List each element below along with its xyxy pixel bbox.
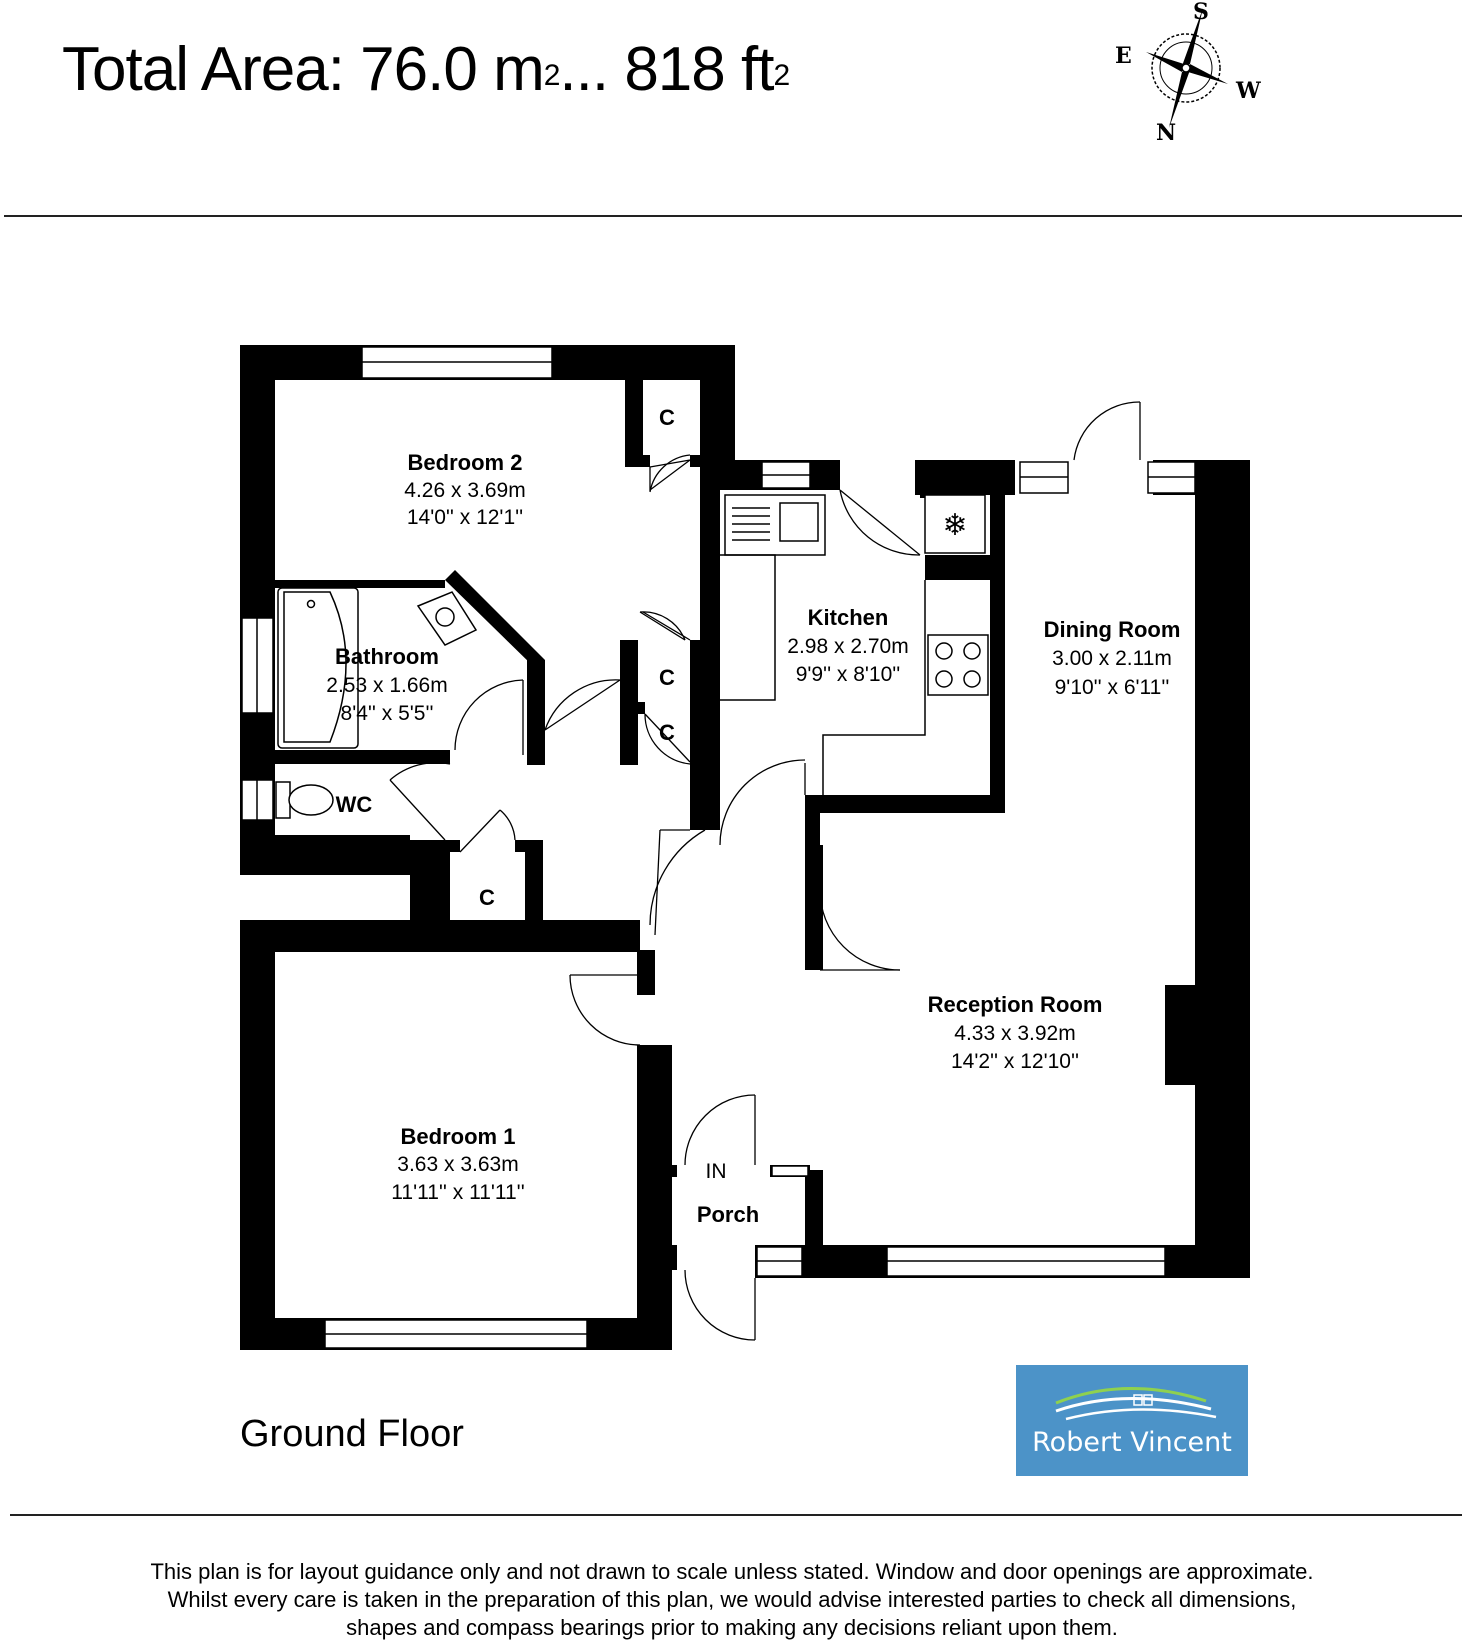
top-divider: [4, 215, 1462, 217]
total-area-title: Total Area: 76.0 m2... 818 ft2: [62, 30, 790, 110]
cupboard-label-upper: C: [659, 405, 675, 430]
kitchen-name: Kitchen: [808, 605, 889, 630]
floor-label: Ground Floor: [240, 1413, 464, 1455]
svg-text:❄: ❄: [942, 508, 967, 543]
doors: [389, 401, 1141, 1341]
worktop: [720, 554, 926, 795]
sink-icon: [724, 494, 826, 556]
bedroom-2-metric: 4.26 x 3.69m: [404, 479, 525, 502]
toilet-icon: [275, 781, 334, 819]
bathroom-imperial: 8'4'' x 5'5'': [341, 702, 434, 725]
dining-room-name: Dining Room: [1044, 617, 1181, 642]
hob-icon: [927, 634, 989, 696]
compass-icon: S E W N: [1115, 0, 1261, 146]
fridge-icon: ❄: [924, 494, 986, 554]
reception-room-imperial: 14'2'' x 12'10'': [951, 1050, 1079, 1073]
reception-room-name: Reception Room: [928, 992, 1103, 1017]
basin-icon: [416, 591, 478, 646]
company-logo-text: Robert Vincent: [1032, 1427, 1232, 1458]
porch-name: Porch: [697, 1202, 759, 1227]
cupboard-label-lower: C: [659, 720, 675, 745]
entrance-label: IN: [706, 1160, 727, 1183]
compass-w-label: W: [1235, 78, 1261, 104]
bedroom-1-name: Bedroom 1: [401, 1124, 516, 1149]
house-waves-icon: [1055, 1387, 1217, 1421]
kitchen-imperial: 9'9'' x 8'10'': [796, 663, 901, 686]
total-area-imperial: ... 818 ft: [559, 35, 774, 104]
dining-room-imperial: 9'10'' x 6'11'': [1055, 676, 1170, 699]
bottom-divider: [10, 1514, 1462, 1516]
company-logo: Robert Vincent: [1016, 1365, 1248, 1476]
compass-s-label: S: [1193, 0, 1209, 25]
bedroom-1-imperial: 11'11'' x 11'11'': [391, 1181, 524, 1204]
disclaimer-line-1: This plan is for layout guidance only an…: [150, 1559, 1314, 1584]
compass-e-label: E: [1115, 43, 1132, 69]
disclaimer-line-3: shapes and compass bearings prior to mak…: [346, 1615, 1118, 1640]
kitchen-metric: 2.98 x 2.70m: [787, 635, 908, 658]
cupboard-label-hall: C: [479, 885, 495, 910]
disclaimer-line-2: Whilst every care is taken in the prepar…: [167, 1587, 1297, 1612]
total-area-text: Total Area: 76.0 m: [62, 35, 545, 104]
bedroom-2-name: Bedroom 2: [408, 450, 523, 475]
bathroom-name: Bathroom: [335, 644, 439, 669]
windows: [241, 346, 1196, 1349]
bedroom-1-metric: 3.63 x 3.63m: [397, 1153, 518, 1176]
reception-room-metric: 4.33 x 3.92m: [954, 1022, 1075, 1045]
bedroom-2-imperial: 14'0'' x 12'1'': [407, 506, 523, 529]
bath-tub-icon: [277, 587, 359, 749]
dining-room-metric: 3.00 x 2.11m: [1052, 647, 1172, 670]
cupboard-label-middle: C: [659, 665, 675, 690]
area-unit-sup-imperial: 2: [773, 59, 790, 92]
disclaimer: This plan is for layout guidance only an…: [60, 1558, 1404, 1642]
compass-n-label: N: [1156, 120, 1176, 146]
area-unit-sup-metric: 2: [543, 59, 561, 92]
bathroom-metric: 2.53 x 1.66m: [326, 674, 447, 697]
wc-label: WC: [336, 792, 373, 817]
